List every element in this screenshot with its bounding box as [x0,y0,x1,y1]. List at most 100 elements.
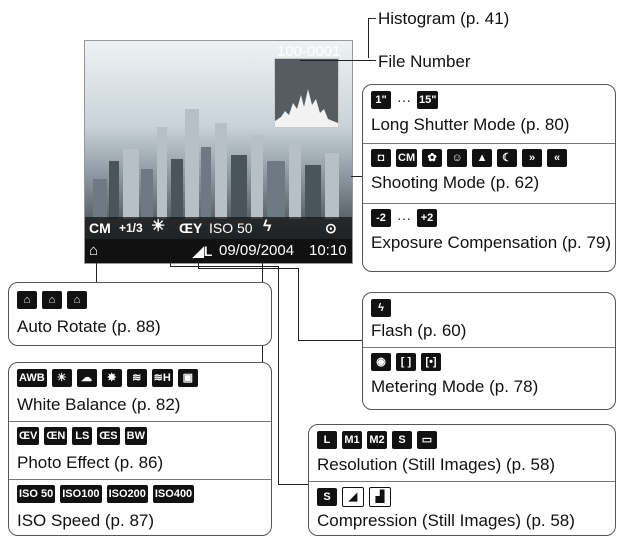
resolution-m2-icon: M2 [367,431,387,449]
shutter-1s-icon: 1" [371,91,391,109]
fine-icon: ◢ [342,487,364,507]
info-strip-bottom: ⌂ ◢L 09/09/2004 10:10 [85,239,352,263]
rotate-270-icon: ⌂ [67,291,87,309]
time-readout: 10:10 [309,242,347,260]
iso-speed-label: ISO Speed (p. 87) [17,511,154,530]
flash-label: Flash (p. 60) [371,321,466,340]
building [123,149,139,219]
connector-line [298,340,362,341]
custom-icon: ▣ [178,369,198,387]
superfine-icon: S [317,488,337,506]
building [185,109,199,219]
compression-icons: S ◢▟ [317,487,396,507]
building [231,155,247,219]
building [251,135,263,219]
exposure-readout: +1/3 [119,219,143,237]
connector-line [170,266,278,267]
landscape-icon: ▲ [472,149,492,167]
metering-icon: ⊙ [325,219,337,237]
shooting-mode-icons: ◘CM✿☺▲☾»« [371,149,572,169]
fluorescent-h-icon: ≋H [152,369,173,387]
connector-line [368,18,376,19]
center-weighted-icon: [ ] [396,353,416,371]
file-number-callout: File Number [378,52,471,71]
photo-effect-label: Photo Effect (p. 86) [17,453,163,472]
sepia-icon: ŒS [97,427,119,445]
building [157,127,167,219]
info-box-right-top: 1" ··· 15" Long Shutter Mode (p. 80) ◘ CM ✿ ☺… [362,84,616,272]
portrait-icon: ☺ [447,149,467,167]
tungsten-icon: ✸ [102,369,122,387]
range-dots: ··· [397,92,411,108]
connector-line [300,60,376,61]
shooting-mode-label: Shooting Mode (p. 62) [371,173,539,192]
flash-icon: ϟ [371,299,391,317]
connector-line [278,484,308,485]
info-strip: CM +1/3 ☀ ŒY ISO 50 ϟ ⊙ [85,217,352,239]
building [201,147,211,219]
histogram-callout: Histogram (p. 41) [378,9,509,28]
mode-readout: CM [89,219,111,237]
iso-200-icon: ISO200 [107,485,148,503]
building [305,165,321,219]
separator [9,421,271,422]
separator [363,347,615,348]
spot-icon: [•] [421,353,441,371]
rotate-90-icon: ⌂ [42,291,62,309]
iso-400-icon: ISO400 [153,485,194,503]
building [267,161,285,219]
camera-preview-image: 100-0001 CM +1/3 ☀ ŒY ISO 50 ϟ ⊙ ⌂ ◢L 09… [84,40,353,264]
fluorescent-icon: ≋ [127,369,147,387]
building [93,179,107,219]
separator [9,479,271,480]
info-box-left-top: ⌂ ⌂ ⌂ Auto Rotate (p. 88) [8,282,272,346]
rotate-icon: ⌂ [89,242,98,260]
separator [309,481,615,482]
connector-line [298,268,299,340]
metering-icons: ◉ [ ] [•] [371,353,446,373]
building [171,159,183,219]
shutter-15s-icon: 15" [417,91,438,109]
exposure-comp-icons: -2 ··· +2 [371,209,442,229]
auto-rotate-label: Auto Rotate (p. 88) [17,317,161,336]
vivid-icon: ŒV [17,427,39,445]
resolution-m1-icon: M1 [342,431,362,449]
plus-2-icon: +2 [417,209,437,227]
resolution-s-icon: S [392,431,412,449]
flash-icon: ϟ [263,218,271,236]
info-box-left-bottom: AWB☀☁✸≋≋H▣ White Balance (p. 82) ŒVŒNLSŒ… [8,362,272,536]
connector-line [96,262,97,282]
rotate-0-icon: ⌂ [17,291,37,309]
photo-effect-icons: ŒVŒNLSŒSBW [17,427,152,447]
separator [363,203,615,204]
histogram-curve [275,59,338,127]
slow-shutter-icon: « [547,149,567,167]
building [215,123,227,219]
white-balance-icons: AWB☀☁✸≋≋H▣ [17,369,203,389]
minus-2-icon: -2 [371,209,391,227]
macro-icon: ✿ [422,149,442,167]
histogram-graph [274,58,339,128]
photo-effect-icon: ŒY [179,219,202,237]
bw-icon: BW [125,427,147,445]
camera-icon: ◘ [371,149,391,167]
long-shutter-label: Long Shutter Mode (p. 80) [371,115,569,134]
compression-label: Compression (Still Images) (p. 58) [317,511,575,530]
awb-icon: AWB [17,369,47,387]
long-shutter-icons: 1" ··· 15" [371,91,443,111]
neutral-icon: ŒN [44,427,67,445]
auto-rotate-icons: ⌂ ⌂ ⌂ [17,291,92,311]
normal-icon: ▟ [369,487,391,507]
metering-label: Metering Mode (p. 78) [371,377,538,396]
white-balance-label: White Balance (p. 82) [17,395,180,414]
manual-icon: CM [396,149,417,167]
separator [363,143,615,144]
daylight-icon: ☀ [151,218,165,236]
iso-readout: ISO 50 [209,219,253,237]
compression-icon: ◢L [193,242,212,260]
building [109,161,119,219]
evaluative-icon: ◉ [371,353,391,371]
range-dots: ··· [397,210,411,226]
file-number-readout: 100-0001 [277,43,340,61]
